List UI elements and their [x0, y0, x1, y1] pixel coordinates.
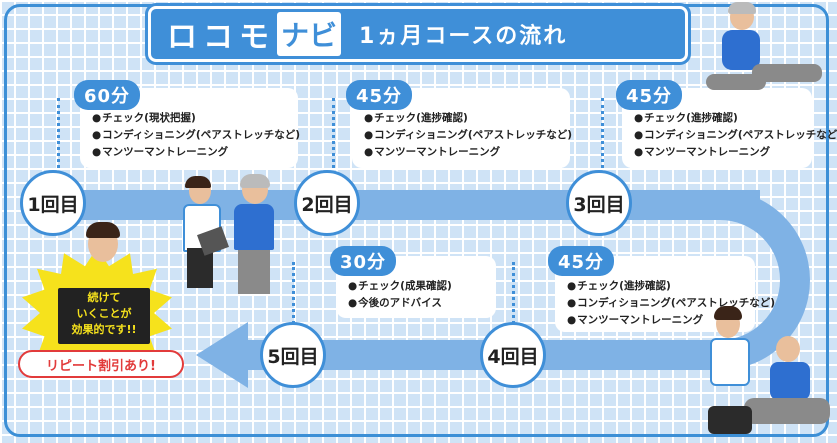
step-3-duration: 45分 — [616, 80, 683, 110]
title-sub: 1ヵ月コースの流れ — [359, 24, 568, 49]
title-navi: ナビ — [277, 12, 342, 56]
step-1-circle: 1回目 — [20, 170, 86, 236]
step-1-item: マンツーマントレーニング — [92, 144, 288, 161]
promo-board — [58, 288, 150, 344]
promo-line-1: 続けて — [87, 291, 121, 304]
step-5-item: チェック(成果確認) — [348, 278, 486, 295]
step-4-circle: 4回目 — [480, 322, 546, 388]
step-4-item: マンツーマントレーニング — [567, 312, 745, 329]
connector-2 — [332, 98, 335, 180]
outer-frame — [4, 4, 829, 437]
connector-3 — [601, 98, 604, 180]
step-4-item: チェック(進捗確認) — [567, 278, 745, 295]
connector-1 — [57, 98, 60, 180]
step-2-duration: 45分 — [346, 80, 413, 110]
step-5-duration: 30分 — [330, 246, 397, 276]
repeat-discount-badge: リピート割引あり! — [18, 350, 184, 378]
promo-line-3: 効果的です!! — [71, 323, 137, 336]
step-3-item: チェック(進捗確認) — [634, 110, 802, 127]
step-2-item: コンディショニング(ペアストレッチなど) — [364, 127, 572, 144]
step-5-item: 今後のアドバイス — [348, 295, 486, 312]
step-5-circle: 5回目 — [260, 322, 326, 388]
promo-board-text: 続けて いくことが 効果的です!! — [58, 290, 150, 338]
step-1-item: チェック(現状把握) — [92, 110, 288, 127]
pair-stretch-illustration — [706, 306, 832, 438]
title-main: ロコモ — [167, 20, 275, 55]
step-3-item: マンツーマントレーニング — [634, 144, 802, 161]
step-3-item: コンディショニング(ペアストレッチなど) — [634, 127, 837, 144]
step-2-item: マンツーマントレーニング — [364, 144, 560, 161]
flow-path-top — [60, 190, 760, 220]
step-1-item: コンディショニング(ペアストレッチなど) — [92, 127, 300, 144]
trainer-photo-hair — [86, 222, 120, 238]
page-title: ロコモ ナビ 1ヵ月コースの流れ — [148, 6, 688, 62]
step-3-circle: 3回目 — [566, 170, 632, 236]
step-2-item: チェック(進捗確認) — [364, 110, 560, 127]
step-1-duration: 60分 — [74, 80, 141, 110]
step-4-duration: 45分 — [548, 246, 615, 276]
stretching-client-illustration — [702, 2, 830, 106]
connector-4 — [512, 262, 515, 330]
senior-client-illustration — [228, 174, 280, 294]
flow-arrow-head — [196, 322, 248, 388]
promo-line-2: いくことが — [76, 307, 132, 320]
connector-5 — [292, 262, 295, 330]
step-2-circle: 2回目 — [294, 170, 360, 236]
